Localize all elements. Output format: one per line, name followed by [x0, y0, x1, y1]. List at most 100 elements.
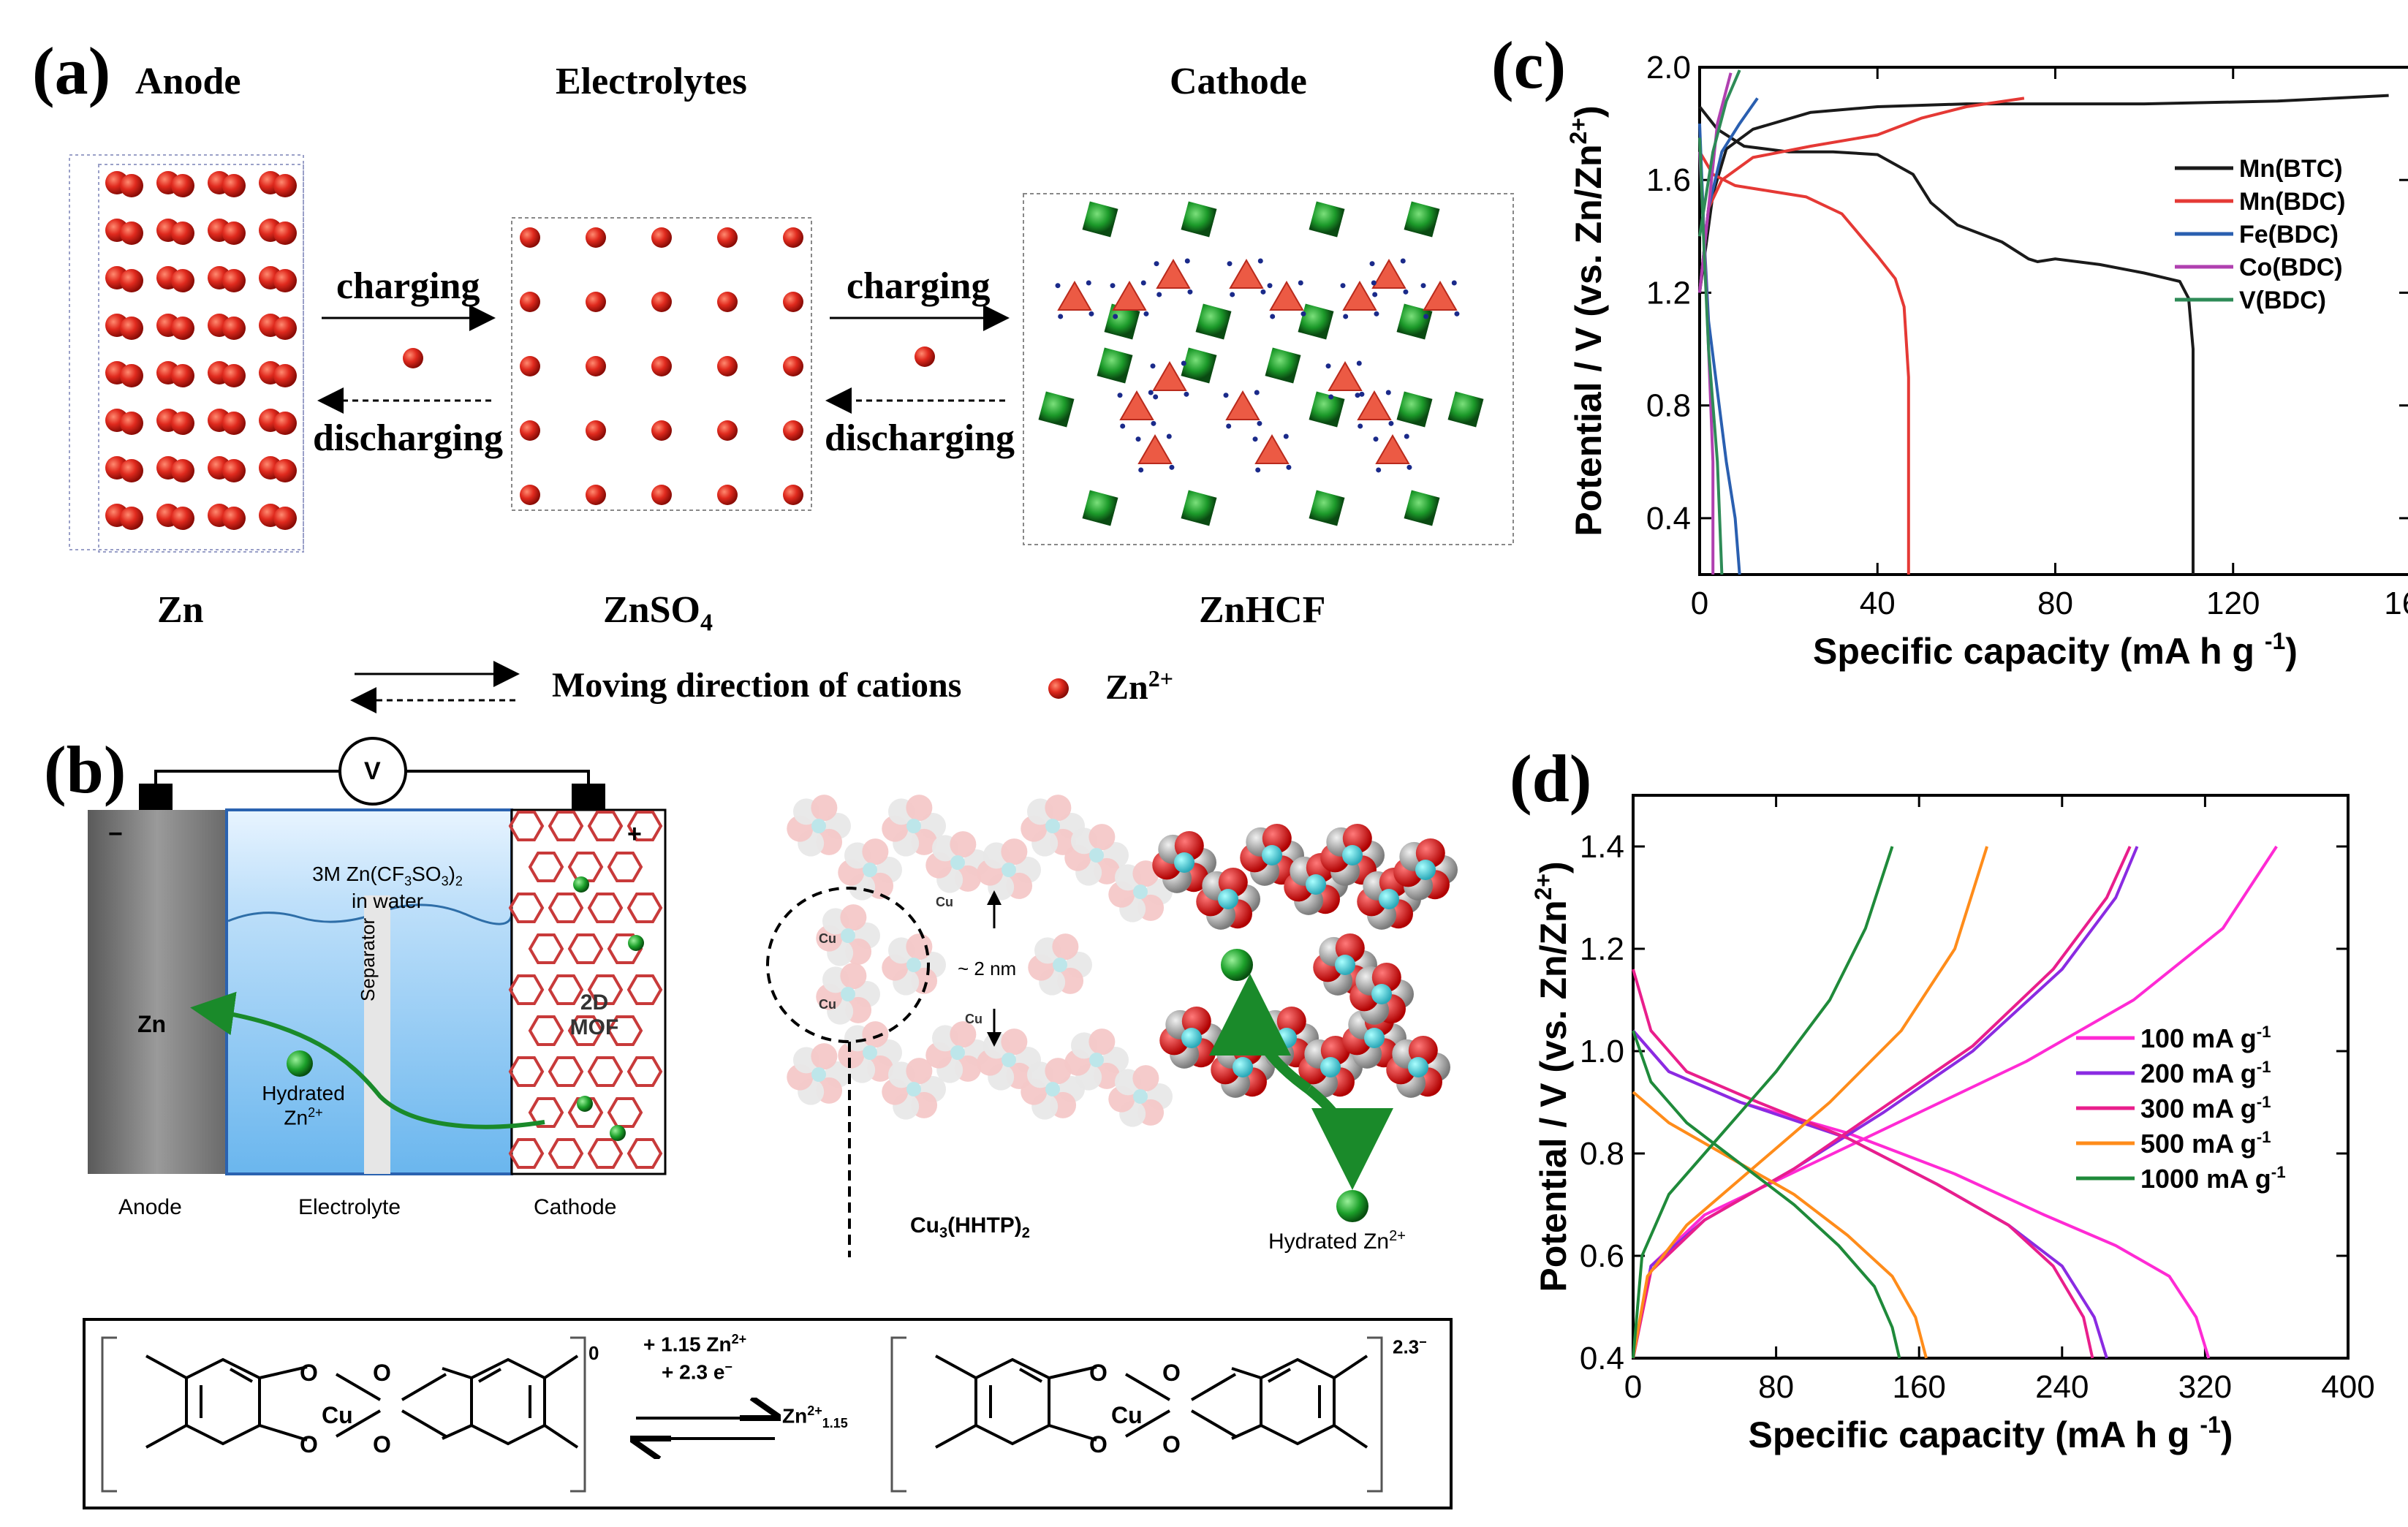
zn-atom: [171, 269, 194, 292]
fw-sub1: 3: [939, 1225, 948, 1241]
zn-tetrahedron: [1152, 361, 1187, 391]
zn-atom: [273, 317, 297, 340]
zn-atom: [273, 221, 297, 245]
fe-octahedron: [1097, 347, 1133, 384]
discharging-label-1: discharging: [313, 417, 504, 459]
zn-atom: [222, 317, 246, 340]
panel-a-diagram: [69, 154, 1514, 713]
zn-material-label: Zn: [157, 589, 204, 631]
right-molecule: [935, 1354, 1368, 1449]
series-500-charge: [1632, 846, 1989, 1359]
x-axis-label: Specific capacity (mA h g -1): [1813, 628, 2298, 672]
cathode-heading: Cathode: [1170, 61, 1307, 102]
x-tick-label: 80: [2037, 586, 2073, 621]
fe-octahedron: [1309, 490, 1345, 526]
zn-atom: [120, 412, 143, 435]
right-o1: O: [1089, 1360, 1108, 1386]
zn-ion: [520, 227, 540, 248]
y-tick-label: 1.0: [1580, 1034, 1624, 1069]
product-zn: Zn2+1.15: [782, 1403, 848, 1431]
legend-direction-text: Moving direction of cations: [552, 666, 962, 705]
y-tick-label: 2.0: [1646, 50, 1691, 86]
zn-ion: [586, 485, 606, 505]
x-tick-label: 320: [2178, 1369, 2232, 1405]
product-zn-sup: 2+: [807, 1403, 822, 1418]
product-zn-text: Zn: [782, 1404, 808, 1428]
electrolyte-bottom-label: Electrolyte: [298, 1195, 401, 1219]
zn-atom: [171, 174, 194, 197]
zn-atom: [120, 317, 143, 340]
fe-octahedron: [1181, 201, 1217, 238]
series-300-charge: [1632, 846, 2132, 1359]
hydrated-right-label: Hydrated Zn2+: [1268, 1228, 1406, 1254]
zn-atom: [120, 459, 143, 482]
zn-tetrahedron: [1137, 434, 1173, 464]
znso4-sub: 4: [700, 609, 713, 637]
legend-label: Mn(BTC): [2239, 155, 2343, 183]
y-tick-label: 1.2: [1646, 275, 1691, 311]
znso4-text: ZnSO: [603, 589, 700, 631]
anode-heading: Anode: [135, 61, 241, 102]
series-1000-charge: [1632, 846, 1894, 1359]
panel-c-letter: (c): [1491, 28, 1567, 102]
zn-atom: [171, 364, 194, 387]
hydrated-zn-sup: 2+: [308, 1105, 323, 1120]
zn-ion: [586, 356, 606, 376]
zn-atom: [120, 364, 143, 387]
x-tick-label: 120: [2206, 586, 2260, 621]
mof-line2: MOF: [569, 1015, 619, 1039]
fe-octahedron: [1195, 303, 1232, 340]
zn-atom: [120, 174, 143, 197]
panel-b-letter: (b): [44, 732, 126, 807]
framework-name: Cu3(HHTP)2: [910, 1213, 1030, 1242]
reagent-zn-text: + 1.15 Zn: [643, 1333, 732, 1356]
left-o2: O: [300, 1431, 318, 1458]
zn-anode-lattice: [69, 154, 304, 553]
series-Mn(BDC)-discharge: [1698, 151, 1910, 575]
zn-ion: [717, 420, 738, 441]
right-cu: Cu: [1111, 1402, 1143, 1428]
fe-octahedron: [1309, 201, 1345, 238]
legend-label: V(BDC): [2239, 287, 2326, 314]
electrolyte-line1: 3M Zn(CF3SO3)2: [292, 863, 482, 890]
fw-sub2: 2: [1021, 1225, 1030, 1241]
zn-tetrahedron: [1156, 259, 1191, 289]
fe-octahedron: [1038, 391, 1075, 428]
x-tick-label: 0: [1691, 586, 1708, 621]
zn-tetrahedron: [1357, 390, 1392, 420]
fe-octahedron: [1396, 391, 1433, 428]
zn-ion: [520, 356, 540, 376]
y-axis-label: Potential / V (vs. Zn/Zn2+): [1530, 861, 1574, 1292]
reagent-e-text: + 2.3 e: [662, 1360, 725, 1384]
reaction-scheme: [83, 1318, 1453, 1509]
panel-a-letter: (a): [32, 34, 111, 108]
charge-right-sup: −: [1419, 1335, 1427, 1349]
hydrated-right-text: Hydrated Zn: [1268, 1229, 1390, 1254]
x-tick-label: 160: [2384, 586, 2408, 621]
legend-label: Fe(BDC): [2239, 221, 2339, 249]
left-o4: O: [373, 1431, 391, 1458]
znhcf-material-label: ZnHCF: [1199, 589, 1326, 631]
zn-atom: [171, 459, 194, 482]
separator-label: Separator: [357, 917, 379, 1001]
zn-ion: [651, 356, 672, 376]
plot-frame: [1698, 66, 2408, 576]
zn-anode-plate: [88, 810, 227, 1174]
charge-right-text: 2.3: [1393, 1335, 1420, 1358]
plus-sign: +: [627, 820, 642, 848]
series-Mn(BDC)-charge: [1698, 96, 2025, 293]
legend-zn-ion: [1048, 678, 1069, 699]
legend-zn-label: Zn: [1105, 668, 1148, 707]
zn-atom: [222, 364, 246, 387]
x-tick-label: 240: [2035, 1369, 2089, 1405]
y-axis-label: Potential / V (vs. Zn/Zn2+): [1565, 105, 1609, 536]
zn-ion: [717, 485, 738, 505]
panel-d-letter: (d): [1510, 741, 1592, 816]
zn-atom: [222, 507, 246, 530]
electrolyte-box: [511, 217, 812, 511]
zn-tetrahedron: [1225, 390, 1260, 420]
zn-ion: [783, 420, 803, 441]
zn-atom: [222, 269, 246, 292]
zn-atom: [273, 174, 297, 197]
